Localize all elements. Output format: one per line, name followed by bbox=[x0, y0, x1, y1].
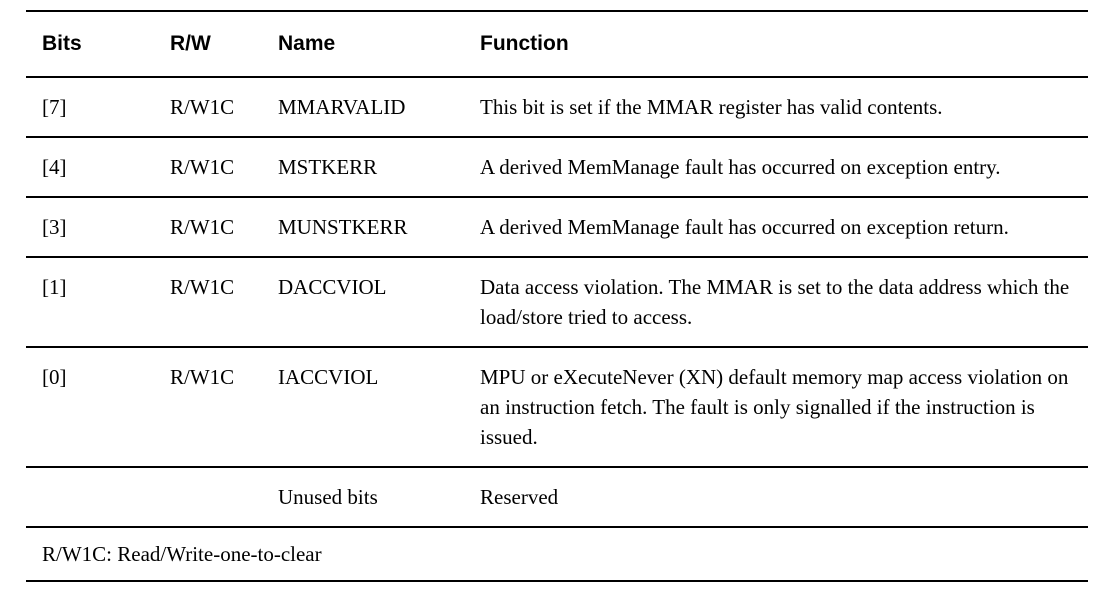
cell-function: This bit is set if the MMAR register has… bbox=[458, 77, 1088, 138]
table-row: [3] R/W1C MUNSTKERR A derived MemManage … bbox=[26, 197, 1088, 258]
column-header-name-label: Name bbox=[278, 32, 336, 55]
cell-bits: [4] bbox=[26, 137, 154, 198]
table-footnote-row: R/W1C: Read/Write-one-to-clear bbox=[26, 527, 1088, 582]
column-header-rw: R/W bbox=[154, 10, 262, 78]
cell-bits-value: [3] bbox=[42, 215, 67, 239]
cell-function: Data access violation. The MMAR is set t… bbox=[458, 257, 1088, 348]
cell-bits: [1] bbox=[26, 257, 154, 348]
cell-function-value: MPU or eXecuteNever (XN) default memory … bbox=[480, 365, 1069, 449]
cell-rw-value: R/W1C bbox=[170, 95, 235, 119]
cell-bits: [3] bbox=[26, 197, 154, 258]
table-row: [4] R/W1C MSTKERR A derived MemManage fa… bbox=[26, 137, 1088, 198]
cell-function: MPU or eXecuteNever (XN) default memory … bbox=[458, 347, 1088, 468]
cell-bits-value: [7] bbox=[42, 95, 67, 119]
cell-bits: [0] bbox=[26, 347, 154, 468]
cell-bits-value: [4] bbox=[42, 155, 67, 179]
column-header-name: Name bbox=[262, 10, 458, 78]
cell-name-value: MMARVALID bbox=[278, 95, 406, 119]
table-body: [7] R/W1C MMARVALID This bit is set if t… bbox=[26, 77, 1088, 582]
cell-function-value: A derived MemManage fault has occurred o… bbox=[480, 155, 1001, 179]
cell-function: Reserved bbox=[458, 467, 1088, 528]
cell-rw: R/W1C bbox=[154, 257, 262, 348]
table-row: [7] R/W1C MMARVALID This bit is set if t… bbox=[26, 77, 1088, 138]
cell-rw: R/W1C bbox=[154, 197, 262, 258]
cell-bits: [7] bbox=[26, 77, 154, 138]
cell-name: DACCVIOL bbox=[262, 257, 458, 348]
cell-function-value: A derived MemManage fault has occurred o… bbox=[480, 215, 1009, 239]
table-row: [1] R/W1C DACCVIOL Data access violation… bbox=[26, 257, 1088, 348]
cell-rw: R/W1C bbox=[154, 137, 262, 198]
cell-function: A derived MemManage fault has occurred o… bbox=[458, 197, 1088, 258]
register-bits-table-container: Bits R/W Name Function [7] R/W1C bbox=[26, 10, 1088, 582]
cell-bits-value bbox=[26, 468, 154, 496]
cell-bits bbox=[26, 467, 154, 528]
cell-rw-value: R/W1C bbox=[170, 215, 235, 239]
cell-rw: R/W1C bbox=[154, 77, 262, 138]
register-bits-table: Bits R/W Name Function [7] R/W1C bbox=[26, 10, 1088, 582]
cell-name: IACCVIOL bbox=[262, 347, 458, 468]
cell-name-value: MSTKERR bbox=[278, 155, 378, 179]
footnote-text: R/W1C: Read/Write-one-to-clear bbox=[42, 542, 322, 566]
cell-function-value: Reserved bbox=[480, 485, 559, 509]
table-row: Unused bits Reserved bbox=[26, 467, 1088, 528]
table-row: [0] R/W1C IACCVIOL MPU or eXecuteNever (… bbox=[26, 347, 1088, 468]
column-header-rw-label: R/W bbox=[170, 32, 211, 55]
column-header-bits: Bits bbox=[26, 10, 154, 78]
table-header: Bits R/W Name Function bbox=[26, 10, 1088, 78]
cell-rw: R/W1C bbox=[154, 347, 262, 468]
cell-rw-value bbox=[154, 468, 262, 496]
cell-bits-value: [0] bbox=[42, 365, 67, 389]
column-header-function-label: Function bbox=[480, 32, 569, 55]
column-header-bits-label: Bits bbox=[42, 32, 82, 55]
cell-name-value: IACCVIOL bbox=[278, 365, 379, 389]
cell-name: Unused bits bbox=[262, 467, 458, 528]
cell-rw-value: R/W1C bbox=[170, 275, 235, 299]
cell-footnote: R/W1C: Read/Write-one-to-clear bbox=[26, 527, 1088, 582]
cell-rw-value: R/W1C bbox=[170, 365, 235, 389]
cell-rw-value: R/W1C bbox=[170, 155, 235, 179]
cell-rw bbox=[154, 467, 262, 528]
cell-name-value: MUNSTKERR bbox=[278, 215, 408, 239]
cell-name-value: Unused bits bbox=[278, 485, 378, 509]
cell-name: MMARVALID bbox=[262, 77, 458, 138]
cell-function: A derived MemManage fault has occurred o… bbox=[458, 137, 1088, 198]
cell-function-value: Data access violation. The MMAR is set t… bbox=[480, 275, 1070, 329]
cell-function-value: This bit is set if the MMAR register has… bbox=[480, 95, 943, 119]
table-header-row: Bits R/W Name Function bbox=[26, 10, 1088, 78]
column-header-function: Function bbox=[458, 10, 1088, 78]
cell-name: MUNSTKERR bbox=[262, 197, 458, 258]
cell-name: MSTKERR bbox=[262, 137, 458, 198]
cell-bits-value: [1] bbox=[42, 275, 67, 299]
cell-name-value: DACCVIOL bbox=[278, 275, 387, 299]
